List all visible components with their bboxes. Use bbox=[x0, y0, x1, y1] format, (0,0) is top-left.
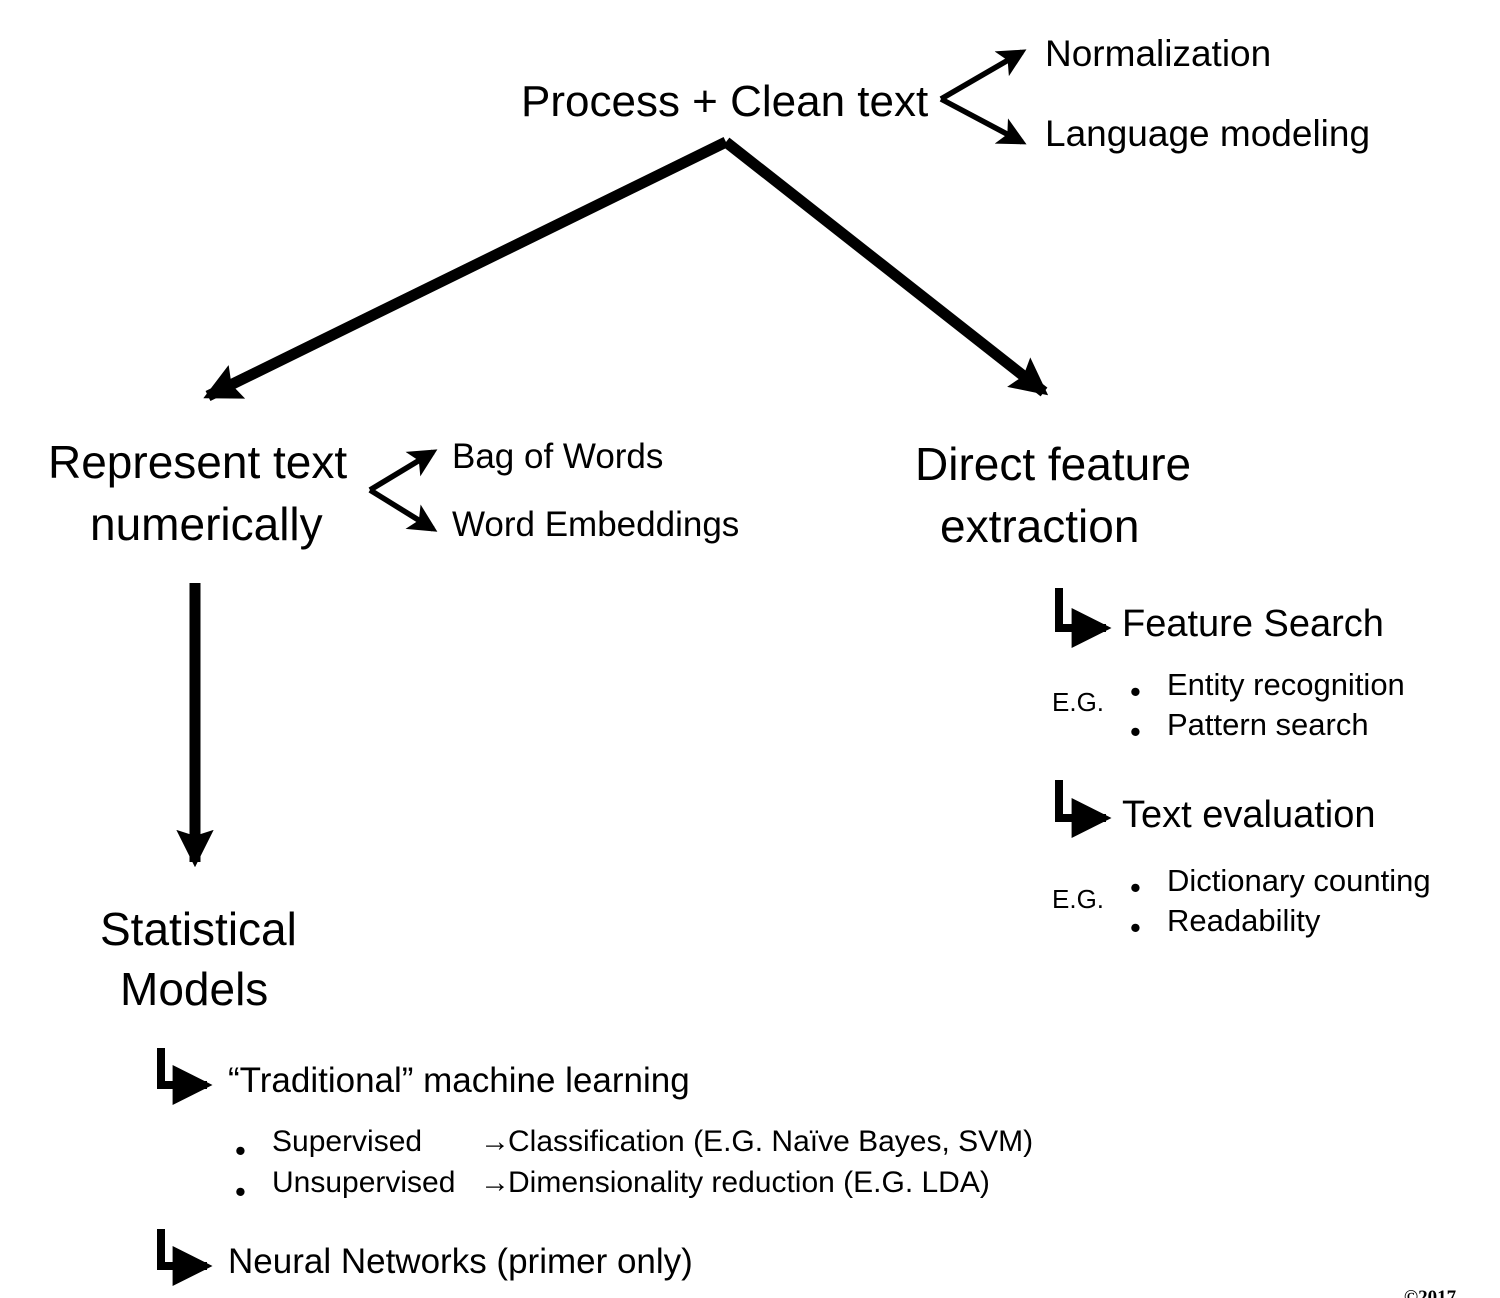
bullet-dot-pattern-search: • bbox=[1130, 714, 1141, 749]
bullet-entity-recognition: Entity recognition bbox=[1167, 667, 1405, 702]
bullet-dictionary-counting: Dictionary counting bbox=[1167, 863, 1431, 898]
leaf-text-evaluation: Text evaluation bbox=[1122, 794, 1376, 836]
node-statistical-models-line1: Statistical bbox=[100, 903, 297, 955]
bullet-arrow-unsupervised: → bbox=[480, 1166, 510, 1199]
leaf-neural-networks: Neural Networks (primer only) bbox=[228, 1242, 693, 1281]
bullet-dot-supervised: • bbox=[235, 1133, 246, 1168]
node-represent-text-line1: Represent text bbox=[48, 436, 348, 488]
node-direct-feature-line2: extraction bbox=[940, 500, 1140, 552]
sub-bag-of-words: Bag of Words bbox=[452, 437, 664, 476]
bullet-dot-unsupervised: • bbox=[235, 1174, 246, 1209]
bullet-arrow-supervised: → bbox=[480, 1125, 510, 1158]
node-statistical-models-line2: Models bbox=[120, 963, 269, 1015]
node-represent-text-line2: numerically bbox=[90, 498, 323, 550]
eg-label-text-evaluation: E.G. bbox=[1052, 884, 1105, 914]
leaf-traditional-machine-learning: “Traditional” machine learning bbox=[228, 1061, 690, 1100]
copyright-year: ©2017 bbox=[1403, 1286, 1457, 1298]
elbow-arrow-feature-search bbox=[1055, 588, 1112, 648]
fork-arrow-root-right bbox=[939, 49, 1027, 145]
bullet-readability: Readability bbox=[1167, 903, 1321, 938]
fork-arrow-represent-text bbox=[368, 449, 438, 532]
elbow-arrow-traditional-ml bbox=[157, 1048, 213, 1105]
root-branch-normalization: Normalization bbox=[1045, 33, 1272, 74]
eg-label-feature-search: E.G. bbox=[1052, 687, 1105, 717]
main-split-arrow bbox=[203, 137, 1049, 401]
bullet-detail-unsupervised: Dimensionality reduction (E.G. LDA) bbox=[508, 1166, 990, 1199]
bullet-dot-dictionary-counting: • bbox=[1130, 870, 1141, 905]
root-title: Process + Clean text bbox=[521, 77, 929, 126]
bullet-dot-entity-recognition: • bbox=[1130, 674, 1141, 709]
sub-word-embeddings: Word Embeddings bbox=[452, 505, 740, 544]
elbow-arrow-neural-networks bbox=[157, 1229, 213, 1286]
node-direct-feature-line1: Direct feature bbox=[915, 438, 1192, 490]
elbow-arrow-text-evaluation bbox=[1055, 780, 1112, 838]
bullet-dot-readability: • bbox=[1130, 910, 1141, 945]
bullet-term-supervised: Supervised bbox=[272, 1125, 423, 1158]
leaf-feature-search: Feature Search bbox=[1122, 603, 1384, 645]
root-branch-language-modeling: Language modeling bbox=[1045, 113, 1371, 154]
bullet-detail-supervised: Classification (E.G. Naïve Bayes, SVM) bbox=[508, 1125, 1034, 1158]
bullet-pattern-search: Pattern search bbox=[1167, 707, 1369, 742]
copyright-block: ©2017 TIES DE KOK bbox=[1365, 1243, 1495, 1298]
bullet-term-unsupervised: Unsupervised bbox=[272, 1166, 456, 1199]
